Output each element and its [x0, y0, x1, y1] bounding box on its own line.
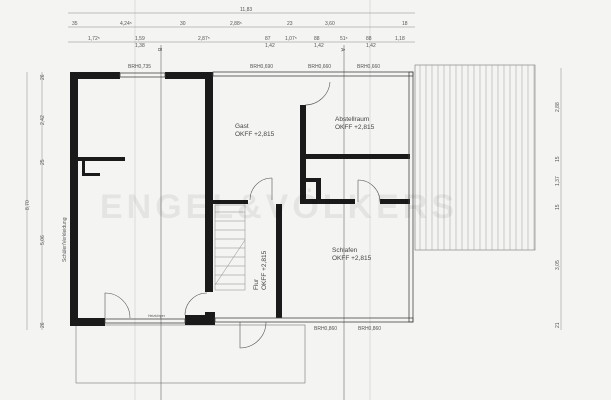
dim-left-total: 8,70 — [25, 200, 31, 210]
dim-label: 26 — [40, 322, 46, 328]
dim-label: 15 — [555, 204, 561, 210]
dim-label: 1,37 — [555, 176, 561, 186]
brh-label: BRH0,660 — [357, 64, 380, 70]
dim-label: 3,05 — [555, 260, 561, 270]
dim-label: 2,88 — [555, 102, 561, 112]
dim-label: 88 — [314, 36, 320, 42]
dim-label: 1,42 — [265, 43, 275, 49]
dim-label: 25 — [40, 159, 46, 165]
dim-label: 51⁵ — [340, 36, 348, 42]
brh-labels: BRH0,735 BRH0,690 BRH0,660 BRH0,660 BRH0… — [128, 64, 381, 332]
room-schlafen-level: OKFF +2,815 — [332, 255, 372, 262]
room-gast-level: OKFF +2,815 — [235, 131, 275, 138]
dim-label: 1,07⁵ — [285, 36, 297, 42]
dim-label: 2,42 — [40, 115, 46, 125]
dim-label: 1,38 — [135, 43, 145, 49]
dim-label: 1,42 — [314, 43, 324, 49]
dim-label: 3,60 — [325, 21, 335, 27]
section-marker-b: B — [156, 48, 162, 52]
dim-label: 26 — [40, 74, 46, 80]
brh-label: BRH0,660 — [308, 64, 331, 70]
room-flur-level: OKFF +2,815 — [261, 250, 268, 290]
staircase — [214, 204, 246, 291]
room-abstellraum-name: Abstellraum — [335, 116, 369, 123]
dim-label: 21 — [555, 322, 561, 328]
dim-label: 88 — [366, 36, 372, 42]
walls — [70, 72, 410, 326]
dim-left-parts: 26 2,42 25 5,06 26 — [40, 74, 46, 328]
room-flur-name: Flur — [253, 278, 260, 290]
dimension-lines-top — [68, 12, 415, 43]
dim-label: 1,59 — [135, 36, 145, 42]
watermark: ENGEL&VÖLKERS — [100, 188, 458, 226]
dim-top-row2: 35 4,24⁵ 30 2,88⁵ 23 3,60 18 — [72, 21, 408, 27]
room-abstellraum-level: OKFF +2,815 — [335, 124, 375, 131]
room-schlafen-name: Schlafen — [332, 247, 358, 254]
dim-label: 18 — [402, 21, 408, 27]
brh-label: BRH0,860 — [314, 326, 337, 332]
balcony — [75, 324, 306, 384]
heater-label: Heizkörper — [148, 314, 166, 318]
dim-top-total: 11,83 — [240, 7, 252, 13]
dim-label: 30 — [180, 21, 186, 27]
dim-label: 2,87⁵ — [198, 36, 210, 42]
dim-label: 2,88⁵ — [230, 21, 242, 27]
brh-label: BRH0,860 — [358, 326, 381, 332]
brh-label: BRH0,690 — [250, 64, 273, 70]
scan-fold-lines — [134, 0, 371, 400]
dim-label: 35 — [72, 21, 78, 27]
dim-label: 4,24⁵ — [120, 21, 132, 27]
left-side-note: Schüler/Verkleidung — [62, 217, 68, 262]
dim-label: 1,42 — [366, 43, 376, 49]
dim-label: 23 — [287, 21, 293, 27]
dim-label: 5,06 — [40, 235, 46, 245]
door-swings — [104, 81, 381, 349]
roof-terrace — [414, 64, 536, 251]
dim-label: 87 — [265, 36, 271, 42]
window-walls — [104, 71, 414, 324]
section-marker-a: A — [339, 48, 345, 52]
dim-label: 1,18 — [395, 36, 405, 42]
brh-label: BRH0,735 — [128, 64, 151, 70]
room-gast-name: Gast — [235, 123, 249, 130]
dim-label: 15 — [555, 156, 561, 162]
dim-label: 1,72⁵ — [88, 36, 100, 42]
dim-right-parts: 2,88 15 1,37 15 3,05 21 — [555, 102, 561, 328]
